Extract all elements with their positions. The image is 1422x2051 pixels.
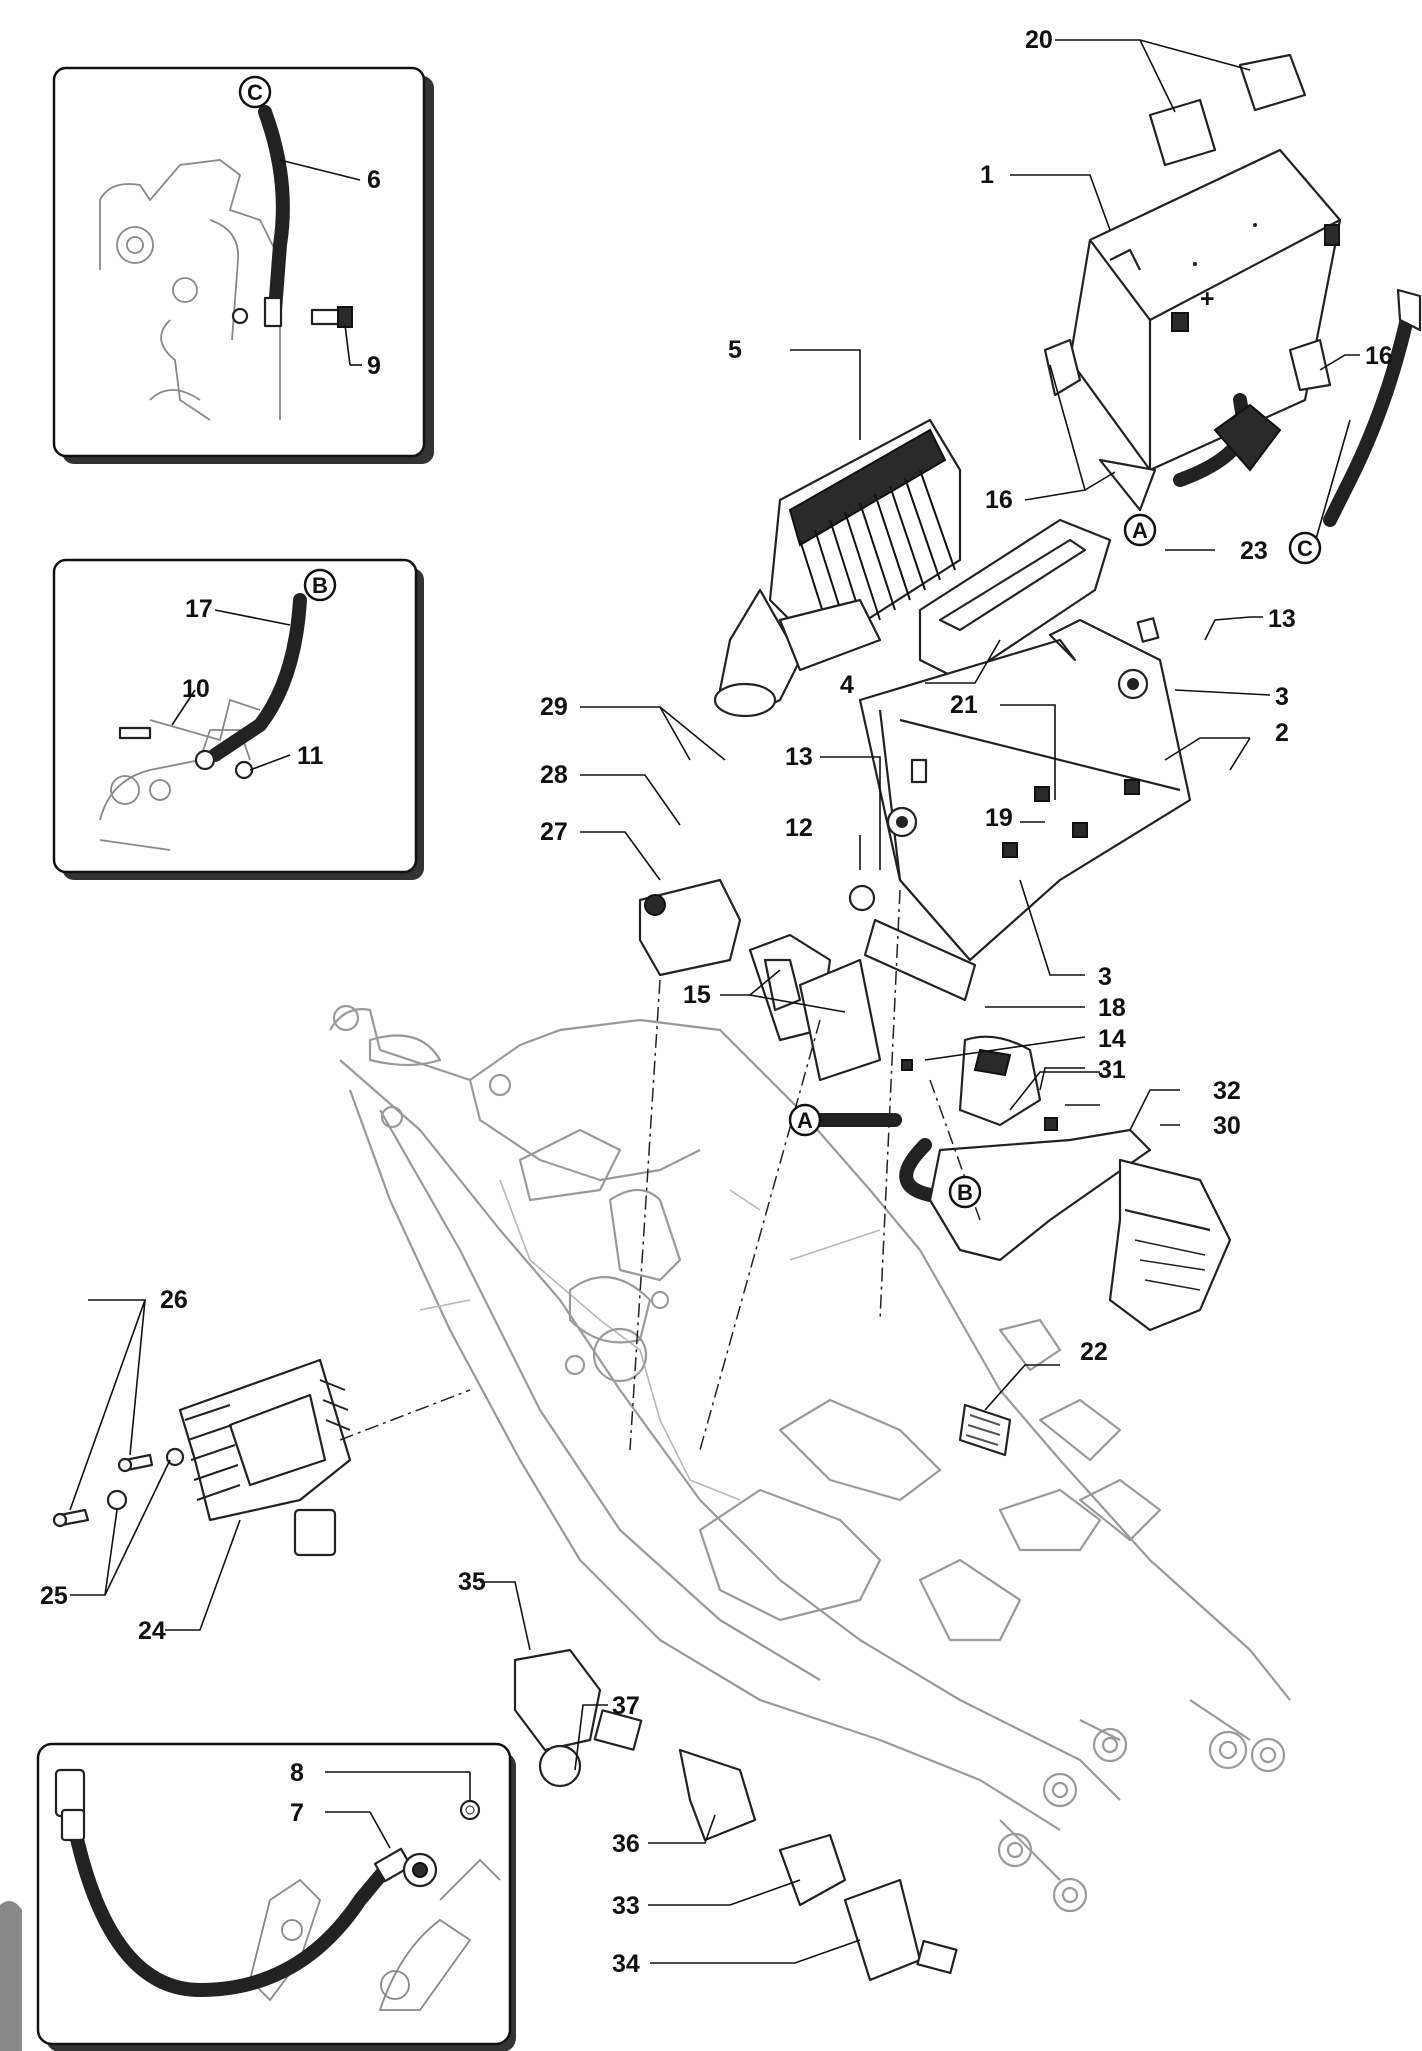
battery-positive-sign: + bbox=[1200, 285, 1215, 313]
callout-30: 30 bbox=[1213, 1112, 1241, 1140]
connector-b-label: B bbox=[957, 1180, 973, 1205]
inset-c-cable-mount bbox=[52, 66, 434, 464]
callout-26: 26 bbox=[160, 1286, 188, 1314]
callout-15: 15 bbox=[683, 981, 711, 1009]
page-corner-tab bbox=[0, 1901, 22, 2051]
callout-4: 4 bbox=[840, 671, 854, 699]
callout-16: 16 bbox=[1365, 342, 1393, 370]
leader-lines bbox=[69, 39, 1360, 1964]
motorcycle-rear-frame bbox=[329, 1004, 1291, 1913]
callout-27: 27 bbox=[540, 818, 568, 846]
connector-a-label: A bbox=[1132, 518, 1148, 543]
callout-36: 36 bbox=[612, 1830, 640, 1858]
callout-28: 28 bbox=[540, 761, 568, 789]
callout-9: 9 bbox=[367, 352, 381, 380]
callout-33: 33 bbox=[612, 1892, 640, 1920]
callout-37: 37 bbox=[612, 1692, 640, 1720]
callout-25: 25 bbox=[40, 1582, 68, 1610]
callout-34: 34 bbox=[612, 1950, 640, 1978]
inset-b-cable-mount bbox=[52, 558, 424, 880]
callout-1: 1 bbox=[980, 161, 994, 189]
small-fasteners bbox=[848, 779, 1140, 1131]
callout-3: 3 bbox=[1098, 963, 1112, 991]
callout-29: 29 bbox=[540, 693, 568, 721]
callout-8: 8 bbox=[290, 1759, 304, 1787]
battery-tray-and-holder bbox=[858, 518, 1192, 962]
callout-2: 2 bbox=[1275, 719, 1289, 747]
callout-3: 3 bbox=[1275, 683, 1289, 711]
fuse-and-relay-blocks bbox=[638, 878, 1232, 1332]
loose-connectors bbox=[513, 1648, 958, 1982]
connector-b-label: B bbox=[312, 573, 328, 598]
callout-13: 13 bbox=[1268, 605, 1296, 633]
callout-6: 6 bbox=[367, 166, 381, 194]
callout-24: 24 bbox=[138, 1617, 166, 1645]
callout-35: 35 bbox=[458, 1568, 486, 1596]
callout-17: 17 bbox=[185, 595, 213, 623]
callout-13: 13 bbox=[785, 743, 813, 771]
inset-connector-cable bbox=[36, 1742, 516, 2051]
connector-markers: C B A C A B bbox=[238, 75, 1322, 1209]
callout-numbers: 20 1 16 16 23 13 5 4 3 2 21 19 13 12 3 1… bbox=[40, 26, 1393, 1978]
callout-21: 21 bbox=[950, 691, 978, 719]
regulator-rectifier bbox=[52, 1358, 352, 1557]
callout-5: 5 bbox=[728, 336, 742, 364]
battery: + bbox=[1068, 148, 1342, 472]
callout-14: 14 bbox=[1098, 1025, 1126, 1053]
callout-7: 7 bbox=[290, 1799, 304, 1827]
callout-11: 11 bbox=[297, 742, 324, 770]
callout-12: 12 bbox=[785, 814, 813, 842]
cable-c-battery bbox=[1173, 288, 1422, 527]
connector-c-label: C bbox=[1297, 536, 1313, 561]
callout-22: 22 bbox=[1080, 1338, 1108, 1366]
callout-19: 19 bbox=[985, 804, 1013, 832]
assembly-lines bbox=[339, 889, 981, 1451]
callout-20: 20 bbox=[1025, 26, 1053, 54]
connector-c-label: C bbox=[247, 80, 263, 105]
ecu-control-unit bbox=[713, 418, 962, 718]
callout-16: 16 bbox=[985, 486, 1013, 514]
connector-a-label: A bbox=[797, 1108, 813, 1133]
callout-18: 18 bbox=[1098, 994, 1126, 1022]
callout-31: 31 bbox=[1098, 1056, 1126, 1084]
callout-32: 32 bbox=[1213, 1077, 1241, 1105]
callout-23: 23 bbox=[1240, 537, 1268, 565]
callout-10: 10 bbox=[182, 675, 210, 703]
